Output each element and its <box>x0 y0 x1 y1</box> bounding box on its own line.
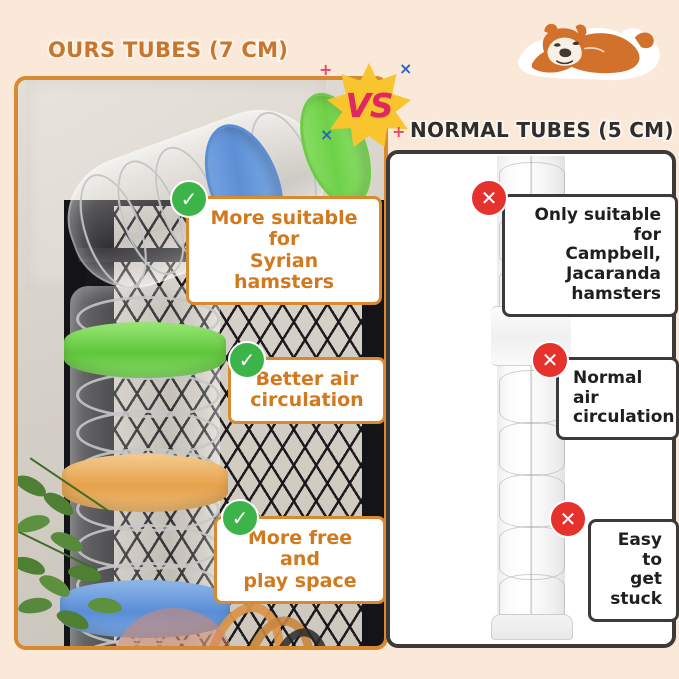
pro-callout-2-text: Better air circulation <box>245 368 369 412</box>
cross-decoration-icon: × <box>320 125 334 144</box>
check-icon: ✓ <box>221 499 259 537</box>
con-callout-1-text: Only suitable for Campbell, Jacaranda ha… <box>519 205 661 305</box>
check-icon: ✓ <box>228 341 266 379</box>
con-callout-3-line1: Easy to <box>617 530 662 570</box>
tube-ring-green-mid <box>64 322 226 378</box>
pro-callout-2-line2: circulation <box>250 389 364 412</box>
con-callout-3: Easy to get stuck <box>588 519 679 622</box>
pro-callout-1: More suitable for Syrian hamsters <box>186 196 382 306</box>
pro-callout-2-line1: Better air <box>255 368 359 390</box>
plus-decoration-icon: + <box>319 60 333 79</box>
vs-label: VS <box>345 85 393 125</box>
check-icon: ✓ <box>170 180 208 218</box>
tube-end-cap <box>491 614 573 640</box>
vs-badge: VS <box>326 62 412 148</box>
pro-callout-3-line1: More free and <box>247 527 353 571</box>
tube-seam <box>530 156 532 640</box>
con-callout-2-line2: circulation <box>573 407 675 428</box>
page-title-normal: NORMAL TUBES (5 CM) <box>408 116 676 144</box>
pro-callout-1-line2: Syrian hamsters <box>233 249 335 293</box>
con-callout-2-line1: Normal air <box>573 368 643 408</box>
x-icon: ✕ <box>470 179 508 217</box>
con-callout-2: Normal air circulation <box>556 357 679 441</box>
tube-segment <box>499 526 565 580</box>
pro-callout-3-text: More free and play space <box>231 527 369 592</box>
pro-callout-1-line1: More suitable for <box>210 207 358 251</box>
con-callout-2-text: Normal air circulation <box>573 368 675 428</box>
tube-ring-orange <box>62 454 228 512</box>
cross-decoration-icon: × <box>399 59 413 78</box>
con-callout-1-line3: Jacaranda hamsters <box>566 264 661 304</box>
con-callout-1-line1: Only suitable for <box>534 205 661 245</box>
con-callout-3-text: Easy to get stuck <box>605 530 662 610</box>
con-callout-1: Only suitable for Campbell, Jacaranda ha… <box>502 194 678 317</box>
tube-segment <box>499 422 565 476</box>
x-icon: ✕ <box>531 341 569 379</box>
page-title-ours: OURS TUBES (7 CM) <box>46 36 290 64</box>
hamster-mascot <box>508 8 668 86</box>
pro-callout-1-text: More suitable for Syrian hamsters <box>203 207 365 293</box>
con-callout-3-line2: get stuck <box>610 569 662 610</box>
pro-callout-3-line2: play space <box>243 569 357 592</box>
plant-leaves <box>18 457 132 646</box>
plus-decoration-icon: + <box>392 122 406 141</box>
con-callout-1-line2: Campbell, <box>565 244 661 265</box>
x-icon: ✕ <box>549 500 587 538</box>
